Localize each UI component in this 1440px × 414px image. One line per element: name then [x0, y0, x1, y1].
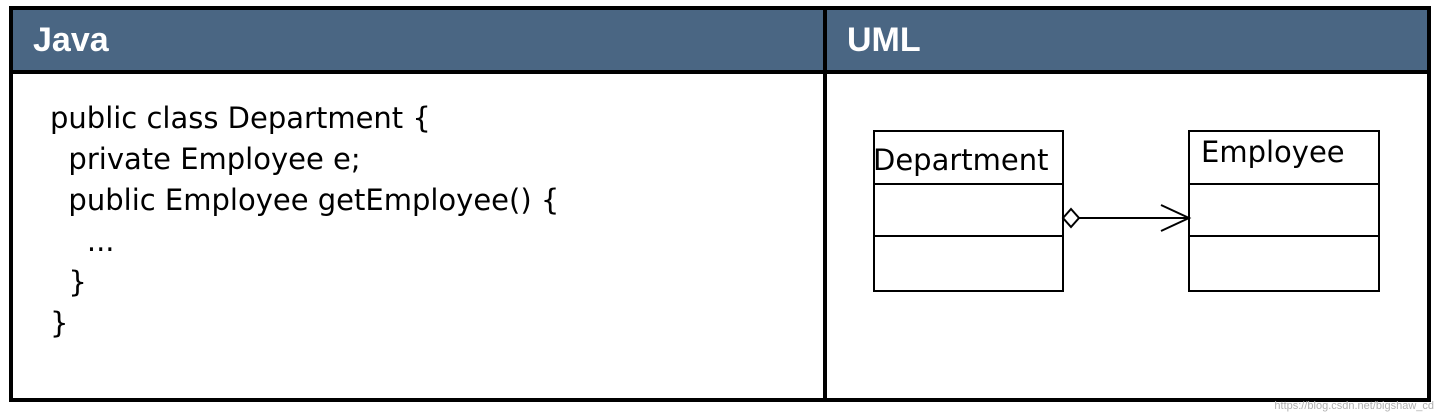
uml-panel: Department Employee [827, 74, 1427, 398]
code-line: } [50, 306, 69, 340]
class-employee-outline [1188, 130, 1380, 292]
comparison-table: Java UML public class Department { priva… [9, 6, 1431, 402]
code-line: public class Department { [50, 101, 431, 135]
java-code-block: public class Department { private Employ… [50, 98, 559, 344]
code-line: private Employee e; [50, 142, 361, 176]
java-code-panel: public class Department { private Employ… [13, 74, 827, 398]
class-box-employee: Employee [1188, 130, 1380, 292]
code-line: public Employee getEmployee() { [50, 183, 560, 217]
class-employee-name: Employee [1201, 135, 1345, 169]
uml-header: UML [827, 10, 1427, 74]
aggregation-diamond-icon [1061, 207, 1081, 229]
code-line: ... [50, 224, 115, 258]
code-line: } [50, 265, 87, 299]
aggregation-association [1061, 204, 1192, 232]
java-header: Java [13, 10, 827, 74]
class-box-department: Department [873, 130, 1064, 292]
watermark-url: https://blog.csdn.net/bigshaw_cd [1274, 400, 1434, 412]
open-arrowhead-icon [1160, 204, 1192, 232]
class-department-outline [873, 130, 1064, 292]
uml-diagram: Department Employee [873, 130, 1380, 292]
class-department-name: Department [873, 143, 1049, 177]
